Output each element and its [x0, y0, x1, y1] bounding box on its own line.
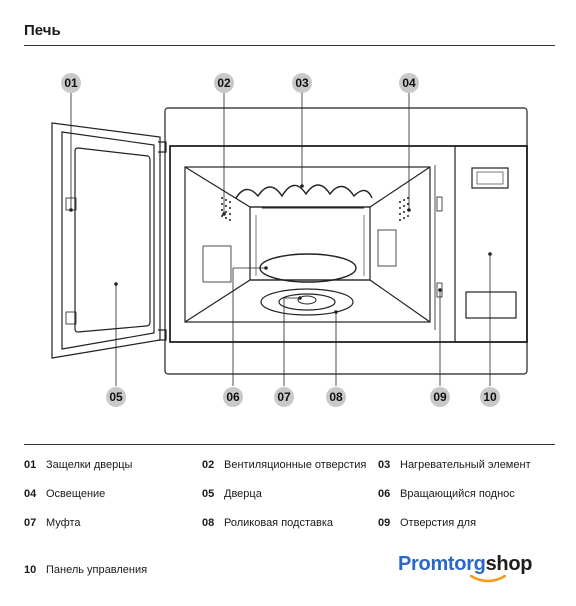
- svg-text:09: 09: [433, 390, 447, 404]
- callout-01: 01: [61, 73, 81, 93]
- oven-door: [51, 122, 167, 359]
- callout-08: 08: [326, 387, 346, 407]
- logo-swoosh-icon: [470, 574, 506, 583]
- callout-02: 02: [214, 73, 234, 93]
- legend-divider: [24, 444, 555, 445]
- turntable: [259, 253, 357, 283]
- callout-05: 05: [106, 387, 126, 407]
- callout-06: 06: [223, 387, 243, 407]
- svg-text:01: 01: [64, 76, 78, 90]
- control-panel: [454, 145, 528, 343]
- callout-04: 04: [399, 73, 419, 93]
- callout-09: 09: [430, 387, 450, 407]
- promtorgshop-logo: Promtorgshop: [398, 553, 533, 575]
- oven-cavity: [184, 166, 431, 323]
- callout-07: 07: [274, 387, 294, 407]
- page-title: Печь: [24, 22, 61, 39]
- heating-element: [235, 184, 373, 199]
- svg-text:03: 03: [295, 76, 309, 90]
- coupler: [297, 295, 317, 305]
- svg-text:05: 05: [109, 390, 123, 404]
- svg-text:04: 04: [402, 76, 416, 90]
- title-divider: [24, 45, 555, 46]
- oven-body: [164, 107, 528, 375]
- svg-text:10: 10: [483, 390, 497, 404]
- svg-text:07: 07: [277, 390, 291, 404]
- roller-ring: [260, 288, 354, 316]
- svg-text:08: 08: [329, 390, 343, 404]
- callout-03: 03: [292, 73, 312, 93]
- svg-text:06: 06: [226, 390, 240, 404]
- callout-10: 10: [480, 387, 500, 407]
- microwave-diagram: 01 02 03 04 05 06 07 08 09 10: [51, 73, 528, 407]
- svg-text:02: 02: [217, 76, 231, 90]
